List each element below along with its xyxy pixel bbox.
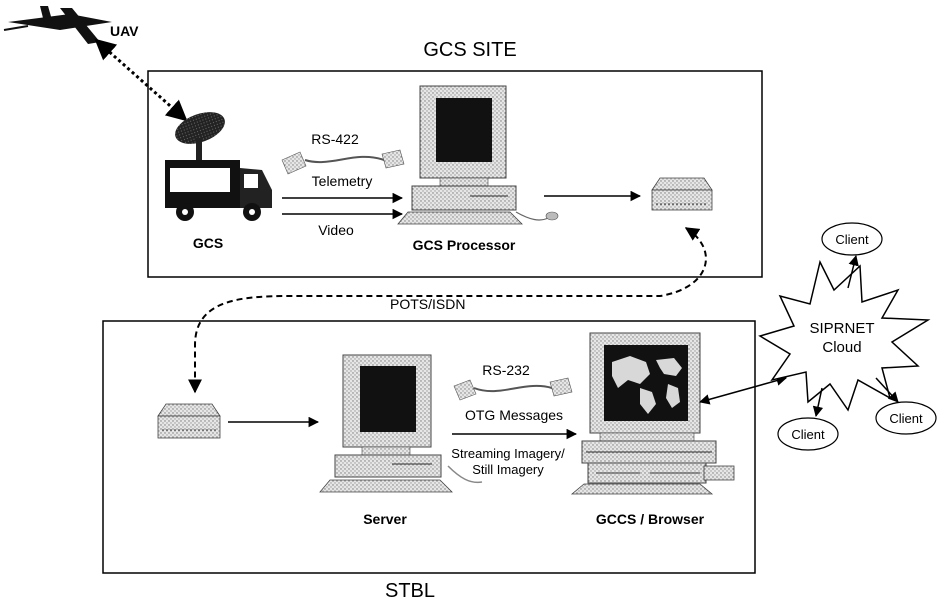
client-node-top: Client	[821, 222, 883, 256]
gcs-truck-icon	[165, 112, 272, 221]
svg-text:Client: Client	[889, 411, 923, 426]
siprnet-cloud-label: SIPRNET	[809, 320, 874, 337]
client-node-left: Client	[777, 417, 839, 451]
gcs-processor-label: GCS Processor	[413, 237, 516, 253]
rs232-cable-icon	[453, 377, 573, 401]
rs422-cable-icon	[281, 149, 405, 175]
video-label: Video	[318, 222, 354, 238]
uav-icon	[3, 6, 112, 44]
server-computer-icon	[319, 354, 453, 493]
streaming-imagery-label: Streaming Imagery/	[451, 446, 565, 461]
stbl-box	[102, 320, 756, 574]
cloud-client-link-right	[875, 377, 899, 403]
rs422-label: RS-422	[311, 131, 359, 147]
gccs-cloud-link	[698, 375, 788, 405]
gcs-site-title: GCS SITE	[423, 39, 516, 61]
world-map-icon	[612, 356, 682, 414]
client-node-right: Client	[875, 401, 937, 435]
stbl-title: STBL	[385, 580, 435, 602]
gcs-processor-computer-icon	[397, 85, 559, 225]
svg-text:Client: Client	[835, 232, 869, 247]
gcs-label: GCS	[193, 235, 223, 251]
stbl-modem-icon	[157, 403, 221, 439]
gcs-modem-icon	[651, 177, 713, 211]
gccs-browser-label: GCCS / Browser	[596, 511, 705, 527]
gccs-browser-computer-icon	[570, 332, 735, 495]
uav-downlink	[94, 38, 188, 122]
otg-messages-label: OTG Messages	[465, 407, 563, 423]
server-label: Server	[363, 511, 407, 527]
uav-label: UAV	[110, 23, 139, 39]
siprnet-cloud-shape	[758, 259, 931, 412]
cloud-label: Cloud	[822, 339, 861, 356]
imagery-cable-icon	[447, 465, 483, 484]
telemetry-label: Telemetry	[312, 173, 373, 189]
pots-isdn-link	[188, 227, 707, 394]
pots-isdn-label: POTS/ISDN	[390, 296, 465, 312]
still-imagery-label: Still Imagery	[472, 462, 544, 477]
rs232-label: RS-232	[482, 362, 530, 378]
svg-text:Client: Client	[791, 427, 825, 442]
cloud-client-link-left	[812, 387, 824, 418]
cloud-client-link-top	[847, 254, 859, 289]
